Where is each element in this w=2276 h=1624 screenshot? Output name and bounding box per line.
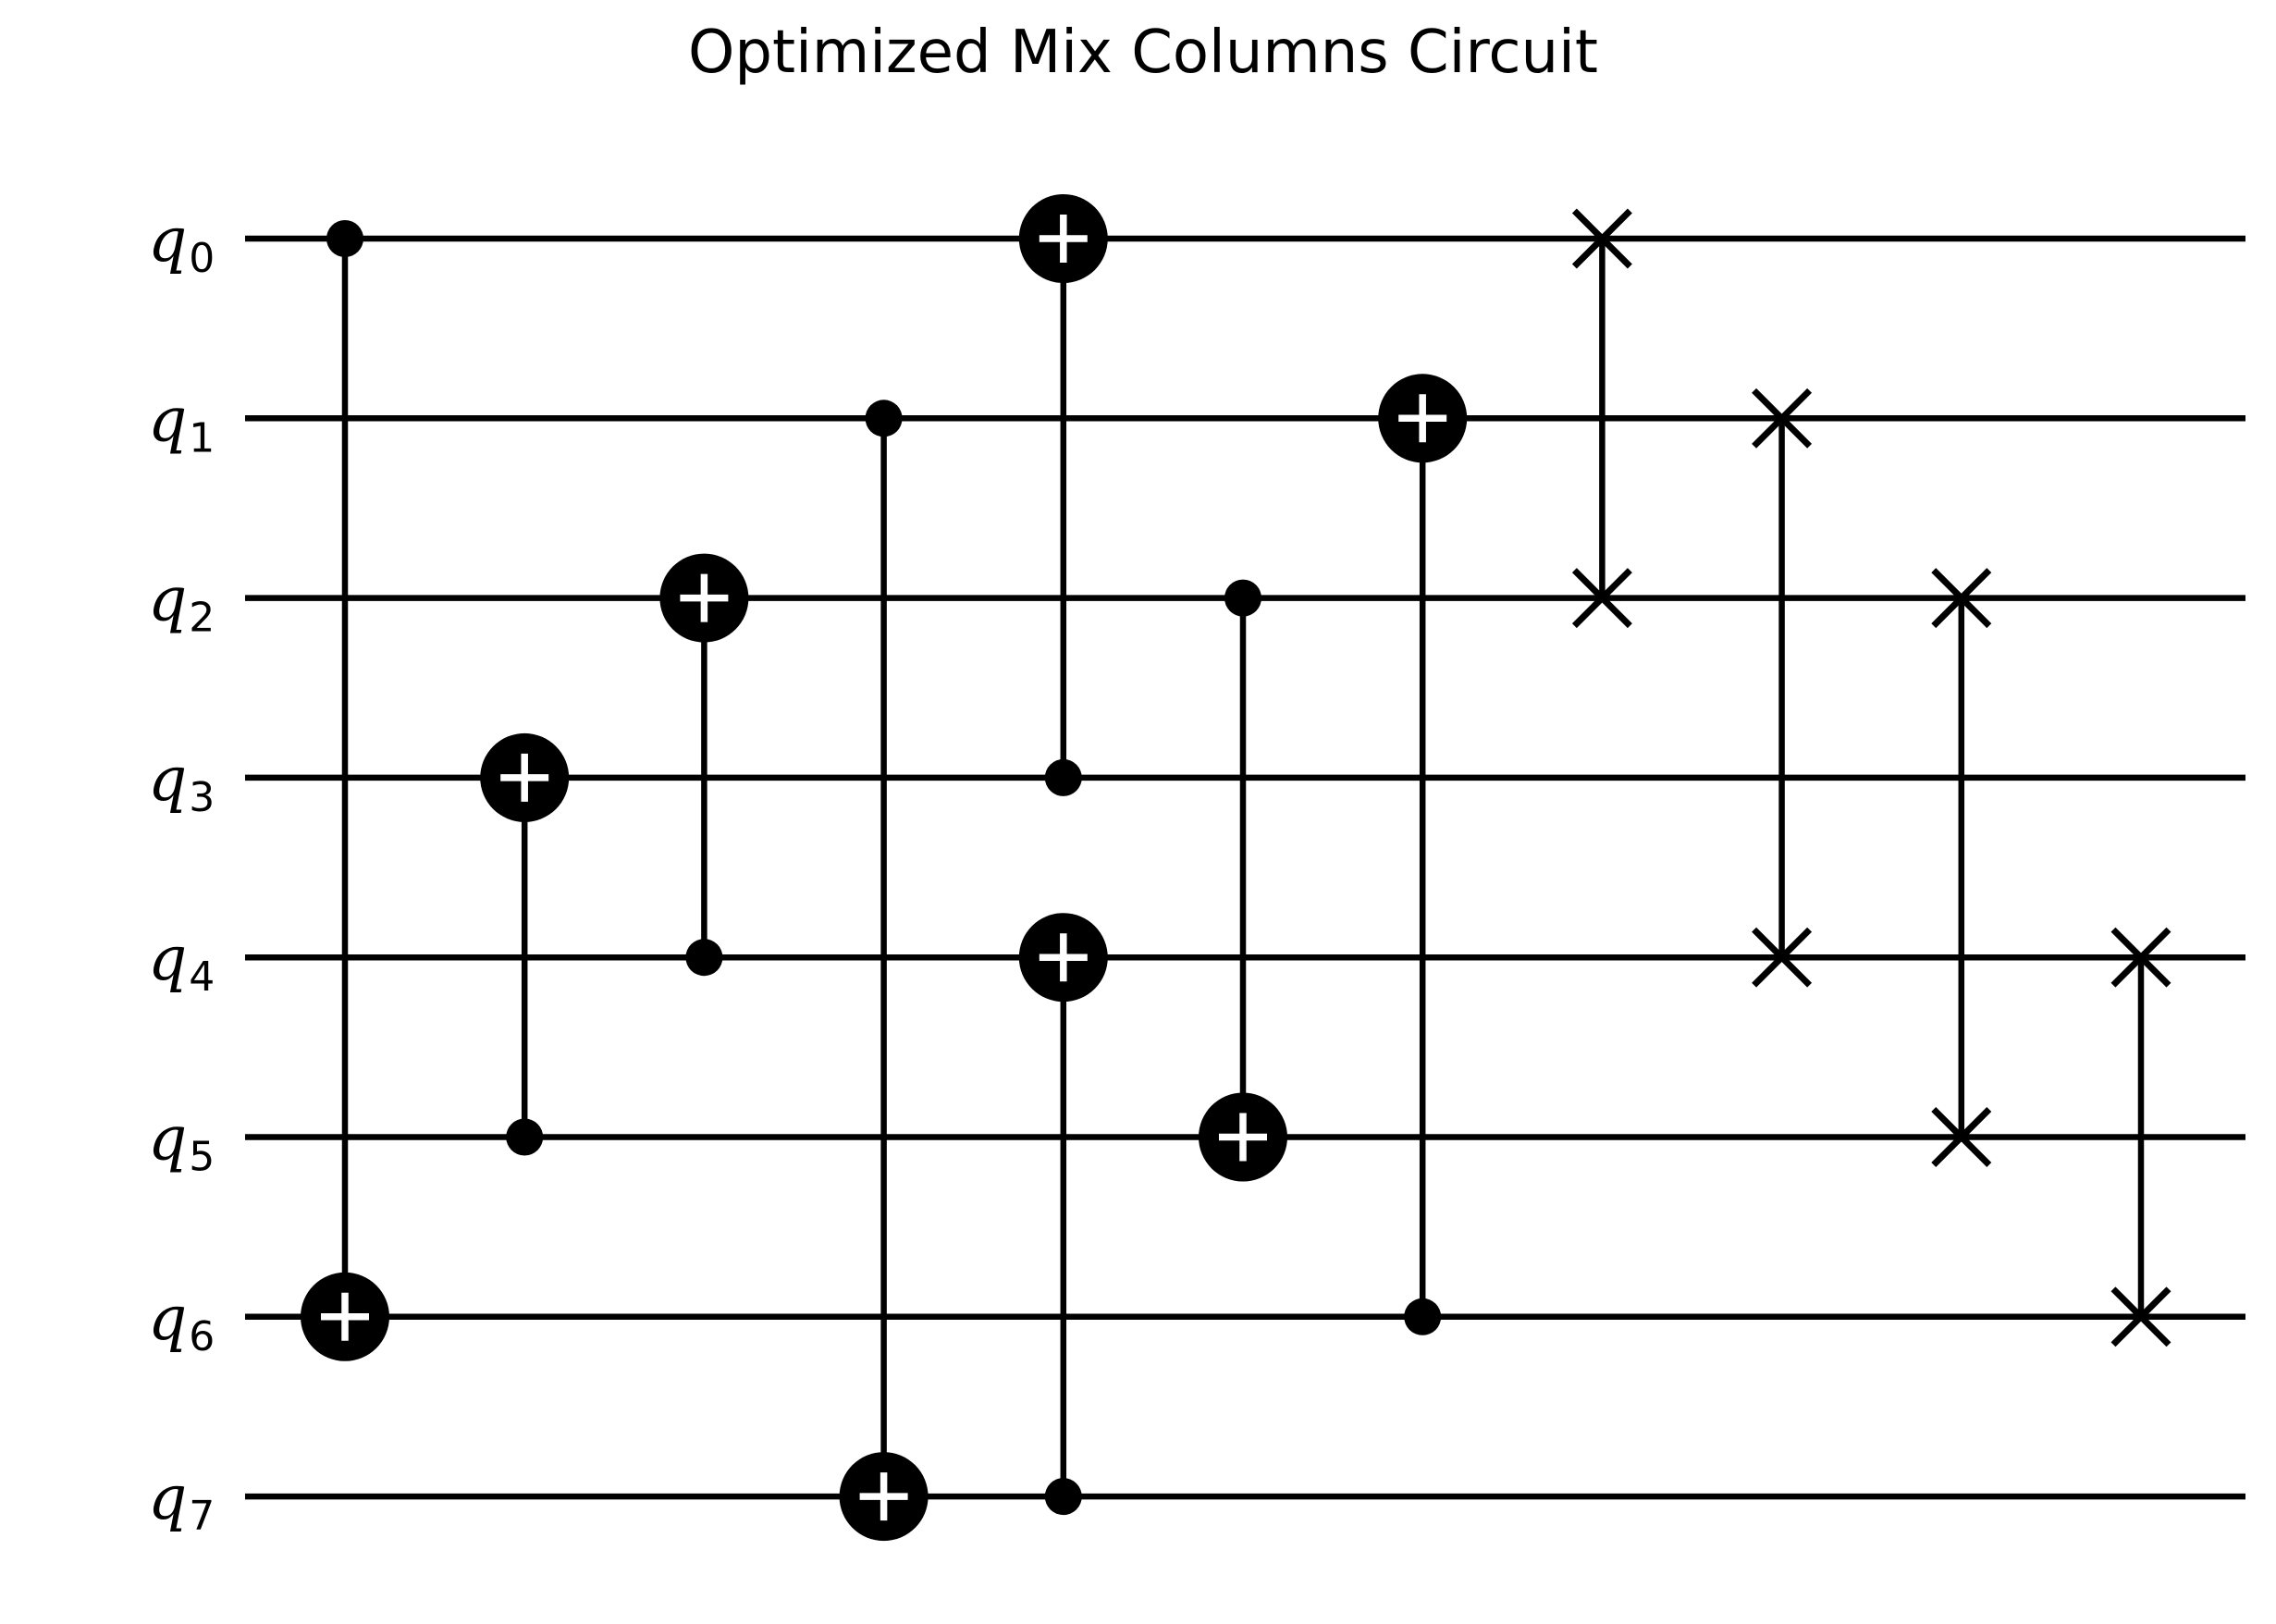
qubit-label: q6 [148, 1283, 215, 1360]
swap-cross-stroke [2110, 927, 2171, 988]
qubit-label: q3 [148, 744, 215, 821]
qubit-label: q0 [148, 204, 215, 282]
qubit-label-index: 7 [189, 1493, 215, 1540]
qubit-label-index: 3 [189, 774, 215, 821]
qubit-label-letter: q [148, 564, 187, 635]
diagram-title: Optimized Mix Columns Circuit [688, 18, 1598, 87]
control-dot [1224, 579, 1261, 617]
qubit-label-index: 2 [189, 595, 215, 642]
swap-gate [1571, 208, 1632, 629]
cnot-gate [1018, 194, 1108, 796]
gates [301, 194, 2171, 1542]
qubit-label: q1 [148, 384, 215, 461]
swap-cross-stroke [1752, 927, 1813, 988]
cnot-gate [1199, 579, 1287, 1182]
qubit-label-letter: q [148, 923, 187, 994]
cnot-gate [301, 220, 389, 1361]
swap-cross-stroke [2110, 1286, 2171, 1347]
swap-gate [1752, 388, 1813, 988]
qubit-label: q2 [148, 564, 215, 642]
swap-cross-stroke [1931, 568, 1992, 629]
qubit-label-letter: q [148, 204, 187, 276]
cnot-gate [659, 553, 749, 977]
swap-cross-stroke [1571, 208, 1632, 269]
swap-cross-stroke [1571, 568, 1632, 629]
cnot-gate [1018, 913, 1108, 1516]
control-dot [685, 939, 723, 977]
swap-cross-stroke [1931, 1107, 1992, 1167]
qubit-label-letter: q [148, 1103, 187, 1175]
qubit-label-index: 5 [189, 1134, 215, 1181]
qubit-label: q7 [148, 1462, 215, 1540]
qubit-label-letter: q [148, 384, 187, 455]
qubit-label-letter: q [148, 1462, 187, 1533]
qubit-label-index: 0 [189, 235, 215, 282]
control-dot [506, 1118, 544, 1156]
qubit-label-letter: q [148, 1283, 187, 1354]
qubit-label: q4 [148, 923, 215, 1001]
control-dot [326, 220, 363, 257]
control-dot [1044, 1478, 1082, 1516]
cnot-gate [1378, 374, 1468, 1335]
qubit-label-index: 1 [189, 414, 215, 461]
qubit-label-index: 4 [189, 953, 215, 1001]
swap-gate [2110, 927, 2171, 1347]
qubit-label-index: 6 [189, 1313, 215, 1360]
cnot-gate [480, 732, 570, 1156]
control-dot [865, 400, 903, 437]
qubit-label: q5 [148, 1103, 215, 1181]
control-dot [1404, 1298, 1442, 1335]
swap-cross-stroke [1752, 388, 1813, 449]
qubit-label-letter: q [148, 744, 187, 815]
cnot-gate [839, 400, 929, 1542]
control-dot [1044, 758, 1082, 796]
swap-gate [1931, 568, 1992, 1167]
